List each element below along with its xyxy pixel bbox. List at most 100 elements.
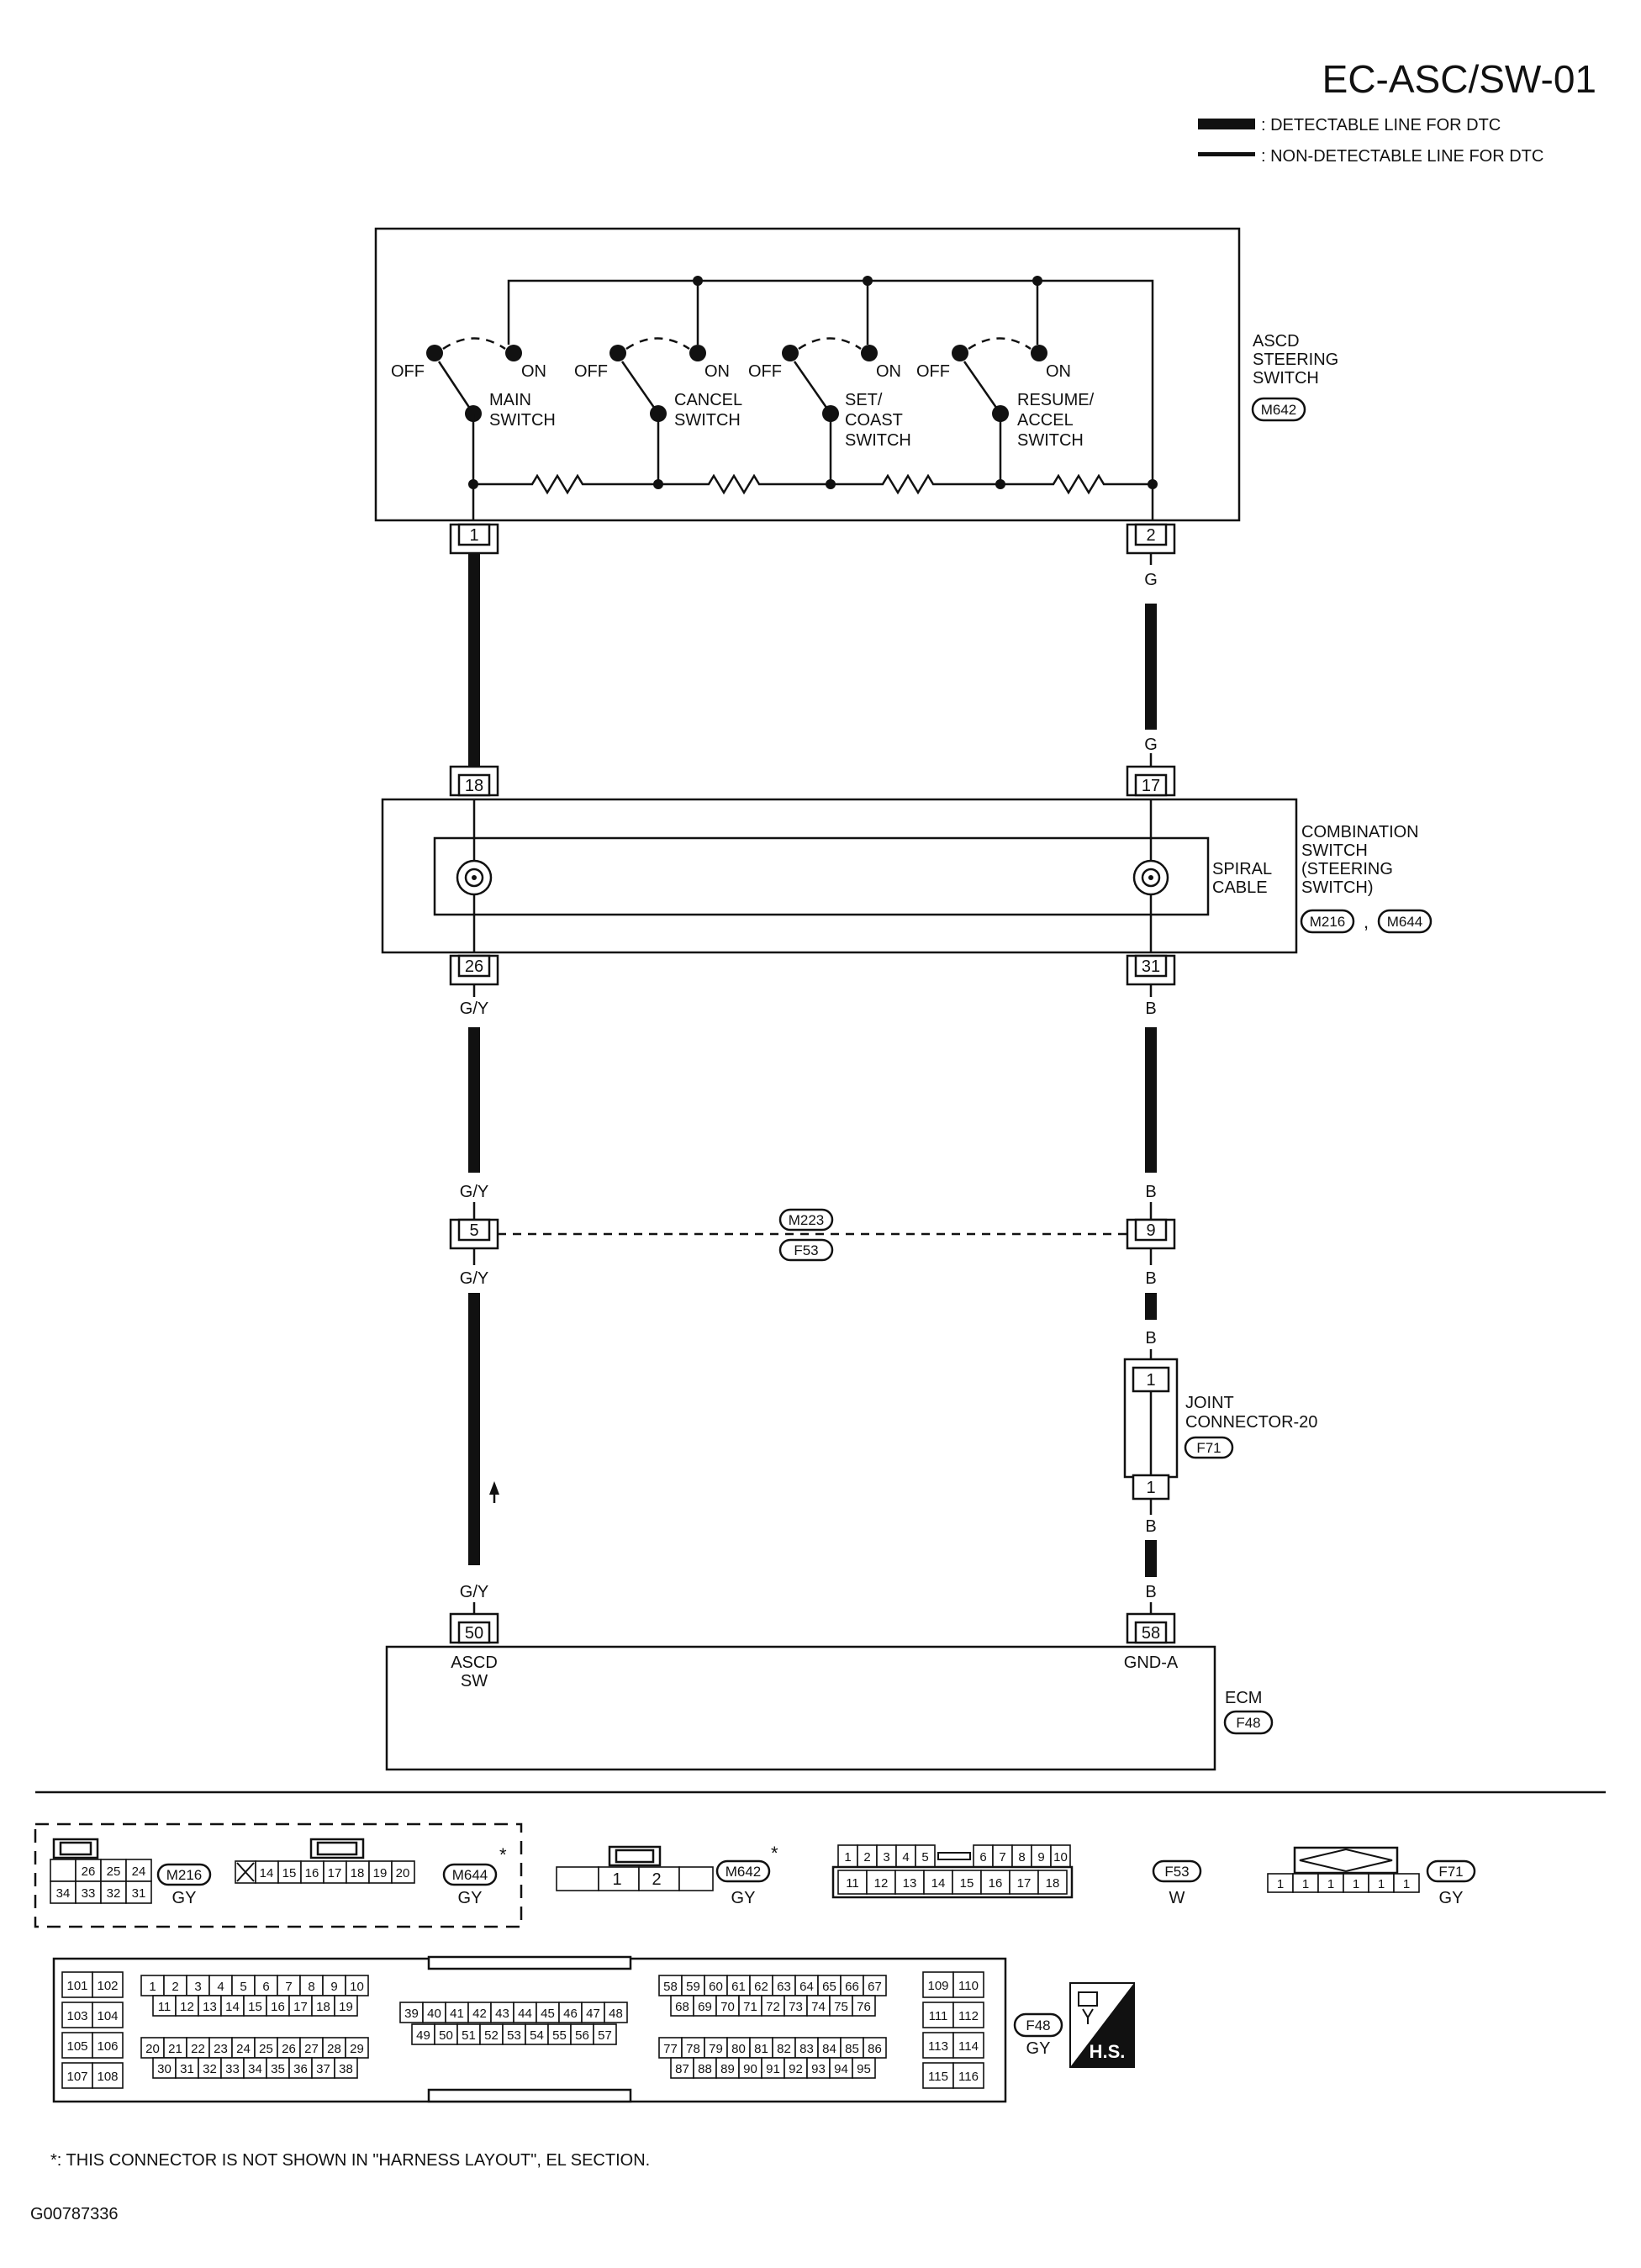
pin-number: 110 (958, 1979, 979, 1993)
pin-number: 95 (857, 2062, 871, 2076)
svg-text:SWITCH: SWITCH (1017, 431, 1084, 450)
pin-cell (923, 1870, 953, 1895)
connector-view-m642: 1 2 M642 * GY (556, 1843, 778, 1907)
pin-number: 8 (308, 1980, 314, 1994)
svg-text:1: 1 (1403, 1877, 1410, 1891)
pin-number: 51 (462, 2028, 476, 2043)
pin-number: 88 (698, 2062, 712, 2076)
svg-text:1: 1 (1353, 1877, 1359, 1891)
svg-text:ON: ON (1046, 362, 1071, 381)
pin-number: 11 (846, 1876, 859, 1891)
svg-text:GY: GY (1026, 2039, 1051, 2058)
pin-17-connector: 17 (1126, 765, 1176, 797)
pin-number: 73 (789, 2000, 803, 2014)
pin-number: 7 (285, 1980, 292, 1994)
pin-number: 93 (811, 2062, 826, 2076)
pin-number: 42 (472, 2007, 487, 2021)
pin-cell (61, 2032, 93, 2059)
pin-number: 18 (316, 2000, 330, 2014)
svg-text:34: 34 (56, 1886, 71, 1901)
pin-number: 16 (989, 1876, 1003, 1891)
pin-number: 64 (799, 1980, 814, 1994)
pin-cell (738, 2057, 762, 2079)
pin-cell (513, 2002, 537, 2023)
pin-cell (288, 1995, 313, 2017)
junction-dot (995, 479, 1005, 489)
harness-side-icon: H.S. (1069, 1982, 1135, 2068)
svg-text:1: 1 (469, 526, 478, 545)
set-coast-switch: OFF ON SET/ COAST SWITCH (748, 337, 911, 484)
pin-cell (1009, 1870, 1039, 1895)
connector-id: M642 (1261, 402, 1297, 418)
pin-number: 40 (427, 2007, 441, 2021)
pin-number: 9 (330, 1980, 337, 1994)
svg-text:17: 17 (328, 1866, 342, 1880)
pin-number: 32 (203, 2062, 217, 2076)
pin-number: 6 (262, 1980, 269, 1994)
svg-text:32: 32 (107, 1886, 121, 1901)
pin-5-connector: 5 (449, 1218, 499, 1250)
pin-number: 60 (709, 1980, 723, 1994)
pin-number: 79 (709, 2042, 723, 2056)
pin-number: 103 (66, 2009, 87, 2023)
svg-text:F53: F53 (1164, 1864, 1189, 1880)
pin-cell (952, 2002, 984, 2028)
svg-text:20: 20 (396, 1866, 410, 1880)
pin-number: 52 (484, 2028, 499, 2043)
pin-cell (92, 2062, 124, 2089)
pin-number: 10 (1053, 1850, 1068, 1865)
pin-number: 75 (834, 2000, 848, 2014)
ascd-name-line: STEERING (1253, 351, 1338, 369)
pin-number: 14 (931, 1876, 946, 1891)
svg-text:2: 2 (1146, 526, 1155, 545)
legend-detectable-line (1198, 119, 1255, 129)
junction-dot (653, 479, 663, 489)
pin-number: 109 (927, 1979, 948, 1993)
pin-cell (806, 2057, 831, 2079)
pin-number: 33 (225, 2062, 240, 2076)
junction-dot (826, 479, 836, 489)
pin-cell (208, 1975, 233, 1996)
main-switch: OFF ON MAIN SWITCH (391, 337, 556, 484)
wire-color-label: B (1145, 1583, 1156, 1601)
pin-number: 59 (686, 1980, 700, 1994)
svg-text:OFF: OFF (916, 362, 950, 381)
wire-color-label: B (1145, 1329, 1156, 1348)
pin-cell (952, 1870, 982, 1895)
pin-cell (784, 1995, 808, 2017)
pin-cell (593, 2023, 617, 2045)
pin-number: 18 (1046, 1876, 1060, 1891)
svg-text:17: 17 (1142, 777, 1160, 795)
pin-number: 74 (811, 2000, 826, 2014)
pin-cell (952, 2032, 984, 2059)
wire-color-label: B (1145, 1517, 1156, 1536)
pin-number: 35 (271, 2062, 285, 2076)
svg-text:31: 31 (132, 1886, 146, 1901)
pin-cell (693, 1995, 717, 2017)
pin-cell (445, 2002, 469, 2023)
svg-text:26: 26 (465, 957, 483, 976)
diagram-title: EC-ASC/SW-01 (1322, 57, 1596, 101)
svg-text:5: 5 (469, 1221, 478, 1240)
pin-cell (311, 2057, 335, 2079)
joint-connector-20: 1 1 (1123, 1358, 1179, 1501)
pin-number: 17 (293, 2000, 308, 2014)
svg-text:ACCEL: ACCEL (1017, 411, 1074, 430)
ecm-connector-latch-bottom (427, 2088, 632, 2103)
pin-cell (670, 2057, 694, 2079)
svg-text:19: 19 (373, 1866, 388, 1880)
pin-number: 47 (586, 2007, 600, 2021)
pin-cell (761, 1995, 785, 2017)
svg-text:M642: M642 (726, 1864, 762, 1880)
svg-text:18: 18 (465, 777, 483, 795)
pin-number: 83 (799, 2042, 814, 2056)
svg-text:OFF: OFF (391, 362, 425, 381)
pin-number: 4 (217, 1980, 224, 1994)
junction-dot (693, 276, 703, 286)
pin-cell (266, 1995, 290, 2017)
svg-text:F53: F53 (794, 1242, 818, 1258)
pin-number: 23 (214, 2042, 228, 2056)
svg-text:M644: M644 (1387, 914, 1423, 930)
